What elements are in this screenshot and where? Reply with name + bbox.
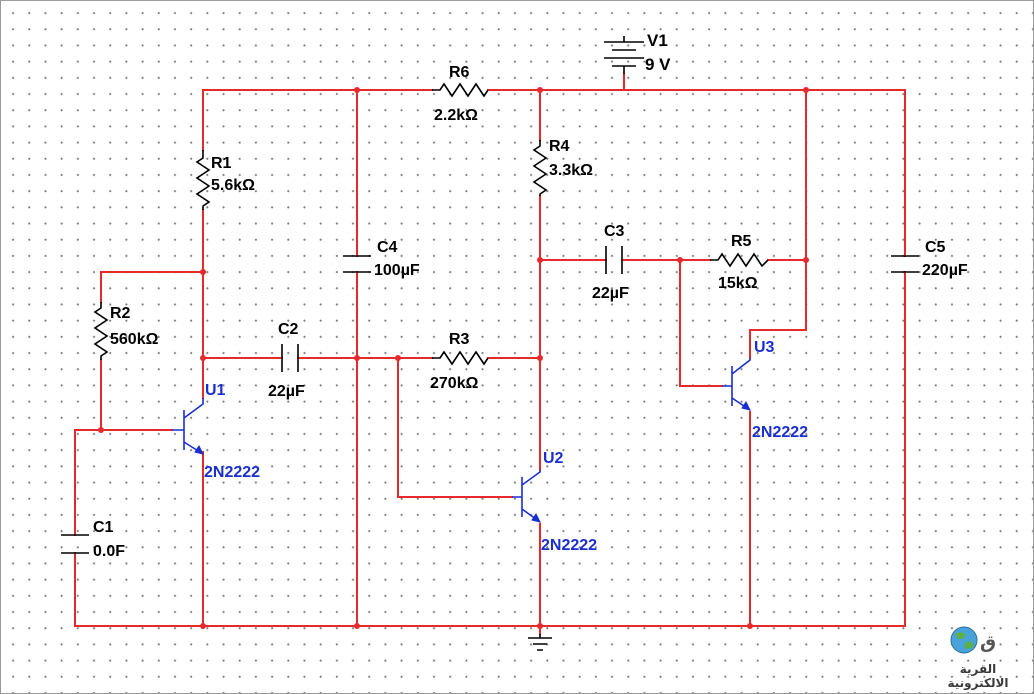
r2-ref: R2 bbox=[110, 305, 131, 322]
svg-text:ق: ق bbox=[980, 632, 996, 653]
r2-value: 560kΩ bbox=[110, 331, 159, 348]
r4-ref: R4 bbox=[549, 138, 570, 155]
u3-model: 2N2222 bbox=[752, 424, 808, 441]
c3-value: 22µF bbox=[592, 285, 629, 302]
u1-ref: U1 bbox=[205, 382, 226, 399]
junction-dots bbox=[98, 87, 809, 629]
r3-value: 270kΩ bbox=[430, 375, 479, 392]
capacitor-c5[interactable]: C5 220µF bbox=[891, 239, 968, 279]
capacitor-c4[interactable]: C4 100µF bbox=[343, 239, 420, 279]
r6-value: 2.2kΩ bbox=[434, 107, 478, 124]
c2-ref: C2 bbox=[278, 321, 299, 338]
r5-value: 15kΩ bbox=[718, 275, 758, 292]
wires bbox=[74, 73, 906, 635]
c1-ref: C1 bbox=[93, 519, 114, 536]
c5-ref: C5 bbox=[925, 239, 946, 256]
u2-ref: U2 bbox=[543, 450, 564, 467]
capacitor-c1[interactable]: C1 0.0F bbox=[61, 519, 125, 560]
transistor-u2[interactable]: U2 2N2222 bbox=[512, 450, 597, 554]
c5-value: 220µF bbox=[922, 262, 968, 279]
c2-value: 22µF bbox=[268, 383, 305, 400]
c3-ref: C3 bbox=[604, 223, 625, 240]
resistor-r1[interactable]: R1 5.6kΩ bbox=[195, 150, 255, 210]
watermark-logo: ق القرية الالكترونية bbox=[928, 622, 1028, 690]
capacitor-c2[interactable]: C2 22µF bbox=[268, 321, 305, 400]
u3-ref: U3 bbox=[754, 339, 775, 356]
c1-value: 0.0F bbox=[93, 543, 125, 560]
transistor-u3[interactable]: U3 2N2222 bbox=[722, 339, 808, 441]
resistor-r5[interactable]: R5 15kΩ bbox=[710, 233, 769, 292]
v1-value: 9 V bbox=[645, 55, 671, 74]
resistor-r3[interactable]: R3 270kΩ bbox=[430, 331, 489, 392]
resistor-r2[interactable]: R2 560kΩ bbox=[93, 302, 159, 360]
r5-ref: R5 bbox=[731, 233, 752, 250]
transistor-u1[interactable]: U1 2N2222 bbox=[172, 382, 260, 481]
r1-ref: R1 bbox=[211, 155, 232, 172]
r3-ref: R3 bbox=[449, 331, 470, 348]
globe-icon: ق bbox=[950, 626, 996, 654]
u2-model: 2N2222 bbox=[541, 537, 597, 554]
ground-symbol bbox=[528, 634, 552, 651]
r4-value: 3.3kΩ bbox=[549, 162, 593, 179]
v1-ref: V1 bbox=[647, 31, 668, 50]
resistor-r4[interactable]: R4 3.3kΩ bbox=[532, 138, 593, 196]
battery-v1[interactable]: V1 9 V bbox=[604, 31, 671, 74]
resistor-r6[interactable]: R6 2.2kΩ bbox=[432, 64, 489, 124]
c4-value: 100µF bbox=[374, 262, 420, 279]
capacitor-c3[interactable]: C3 22µF bbox=[592, 223, 629, 302]
watermark-text: القرية الالكترونية bbox=[947, 662, 1009, 690]
u1-model: 2N2222 bbox=[204, 464, 260, 481]
r6-ref: R6 bbox=[449, 64, 470, 81]
c4-ref: C4 bbox=[377, 239, 398, 256]
r1-value: 5.6kΩ bbox=[211, 177, 255, 194]
